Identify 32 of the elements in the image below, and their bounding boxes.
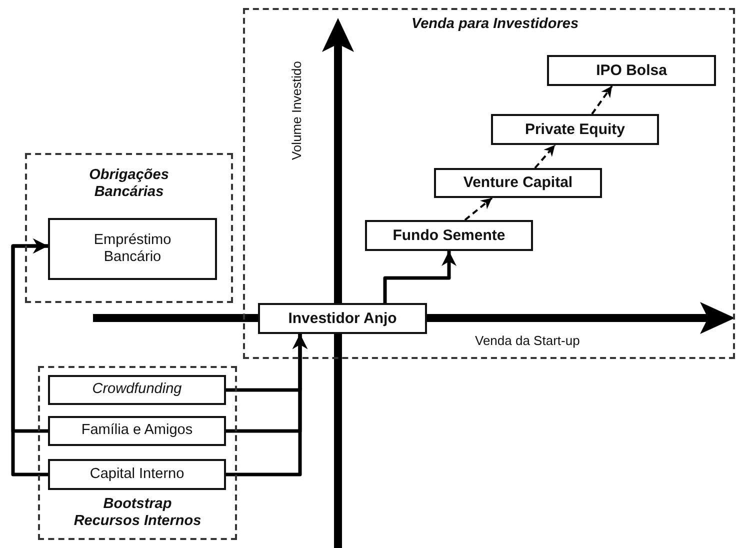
dashed-group-box (38, 366, 237, 540)
dashed-group-box (25, 153, 233, 303)
box-label: Private Equity (524, 120, 626, 138)
group-heading: Venda para Investidores (410, 16, 580, 34)
process-box (48, 459, 226, 490)
process-box (48, 416, 226, 446)
vertical-axis-label: Volume Investido (289, 61, 304, 160)
box-label: Capital Interno (90, 466, 184, 484)
box-label: Venture Capital (463, 174, 573, 192)
arrow (226, 334, 308, 476)
process-box (48, 375, 226, 405)
process-box (365, 220, 533, 251)
process-box (491, 114, 659, 145)
axis-label: Venda da Start-up (475, 333, 580, 348)
box-label: Família e Amigos (81, 422, 193, 440)
dashed-arrow (464, 197, 493, 221)
dashed-group-box (243, 8, 735, 359)
arrow (11, 238, 48, 476)
arrow (383, 251, 456, 303)
box-label: Fundo Semente (392, 226, 506, 244)
box-label: IPO Bolsa (596, 62, 667, 80)
group-heading: Bootstrap Recursos Internos (72, 496, 202, 531)
process-box (258, 303, 427, 334)
group-heading: Obrigações Bancárias (88, 167, 170, 202)
box-label: Crowdfunding (92, 381, 182, 399)
dashed-arrow (534, 144, 556, 169)
process-box (48, 218, 217, 280)
process-box (434, 168, 602, 198)
box-label: Investidor Anjo (288, 310, 397, 328)
box-label: Empréstimo Bancário (92, 232, 172, 266)
dashed-arrow (591, 85, 613, 115)
process-box (547, 55, 716, 86)
